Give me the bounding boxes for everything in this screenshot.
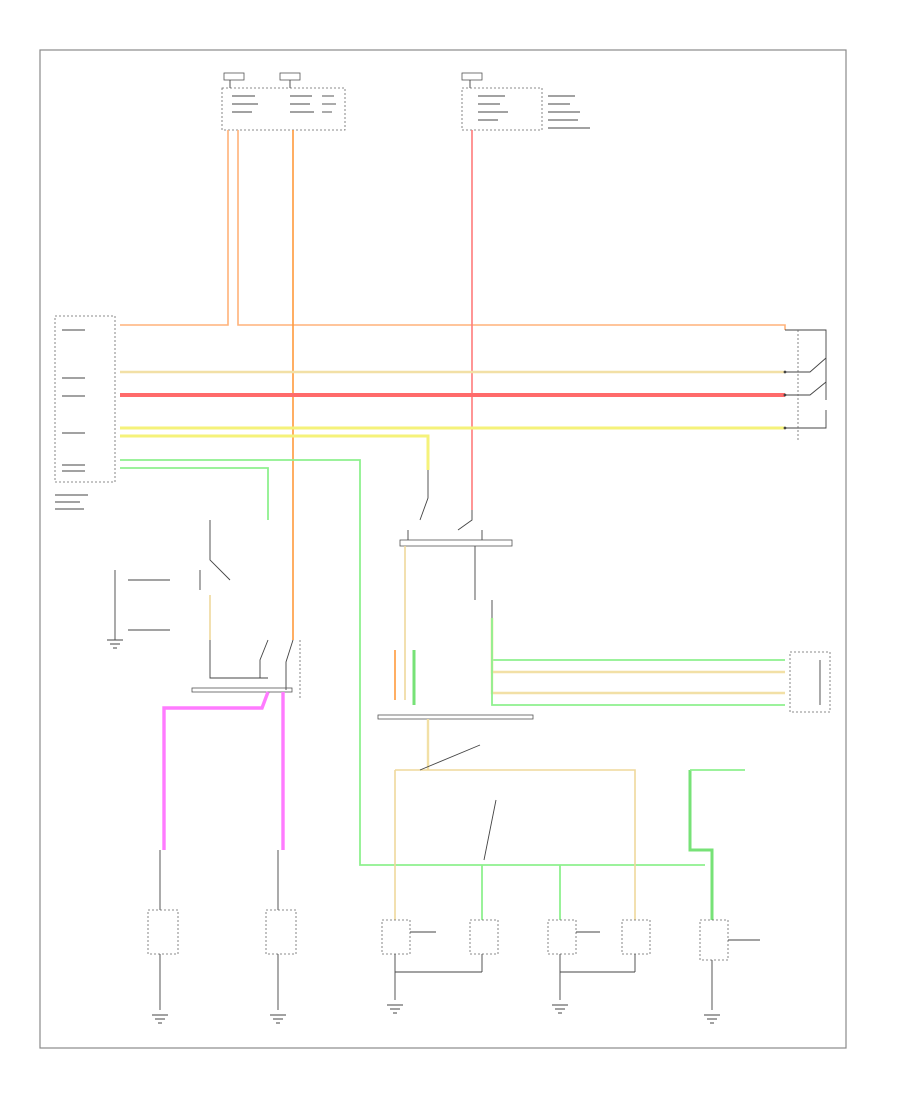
wire-green-bus-2 (120, 467, 269, 520)
lamp-5 (547, 919, 600, 1014)
lamp-1 (147, 850, 179, 1024)
wire-tan-distribution (395, 769, 636, 920)
lamp-6 (560, 919, 651, 973)
pointer-line-2 (483, 799, 497, 861)
lamp-4 (395, 919, 499, 973)
wire-green-right (688, 770, 714, 920)
right-connector (490, 600, 831, 713)
lamp-2 (265, 850, 297, 1024)
wire-orange-feed-1 (120, 130, 229, 326)
lamp-3 (381, 919, 436, 1014)
lamp-7 (699, 919, 760, 1024)
diagram-frame (39, 49, 847, 1049)
fuse-block-right (461, 72, 590, 131)
module-bus-bar (377, 714, 534, 720)
pointer-line-1 (419, 744, 481, 771)
flasher-relay (114, 520, 301, 700)
switch-contacts-center (399, 470, 513, 547)
wire-green-bus (120, 459, 705, 866)
fuse-block-left (221, 72, 346, 131)
wire-orange-feed-2 (237, 130, 786, 330)
dimmer-switch (783, 329, 827, 440)
wire-yellow-bus-2 (120, 434, 430, 470)
headlamp-switch (54, 315, 116, 510)
ground-flasher (107, 639, 123, 649)
wire-pink-left (162, 691, 270, 850)
